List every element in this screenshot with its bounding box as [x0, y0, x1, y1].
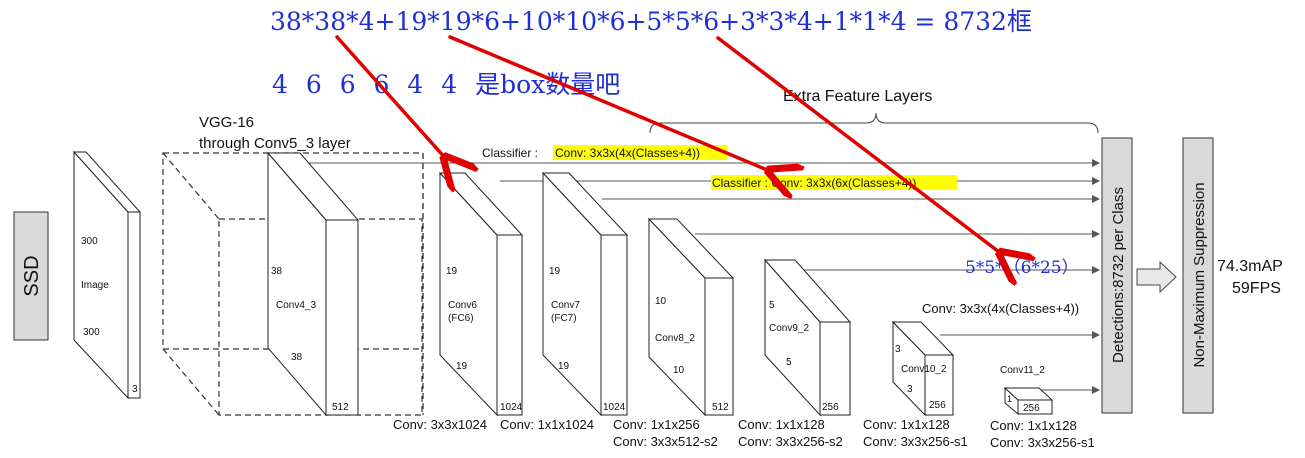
image-depth: 3 — [132, 384, 138, 395]
extra-feature-brace — [649, 112, 1099, 134]
conv6-label2: (FC6) — [448, 313, 474, 324]
conv11-2-size: 1 — [1007, 394, 1012, 404]
fps-score: 59FPS — [1232, 280, 1281, 297]
nms-hollow-arrow — [1136, 260, 1177, 294]
conv7-op: Conv: 1x1x1024 — [500, 417, 594, 432]
ssd-label: SSD — [21, 255, 43, 296]
conv7-size: 19 — [549, 266, 561, 277]
classifier-arrows — [270, 159, 1100, 394]
conv4-3-size2: 38 — [291, 352, 303, 363]
vgg16-label: VGG-16 — [199, 114, 254, 131]
conv11-2-depth: 256 — [1023, 403, 1040, 414]
conv9-2-feature-map: 5 Conv9_2 5 256 — [763, 258, 852, 417]
conv6-label: Conv6 — [448, 300, 477, 311]
conv10-2-op: Conv: 1x1x128 — [863, 417, 950, 432]
conv-op-labels: Conv: 3x3x1024 Conv: 1x1x1024 Conv: 1x1x… — [393, 417, 1095, 450]
conv4-3-depth: 512 — [332, 402, 349, 413]
conv4-3-label: Conv4_3 — [276, 300, 316, 311]
input-image-slab: 300 Image 300 3 — [72, 150, 142, 400]
classifier3-label: Conv: 3x3x(4x(Classes+4)) — [922, 301, 1079, 316]
conv10-2-label: Conv10_2 — [901, 364, 947, 375]
conv11-2-op: Conv: 1x1x128 — [990, 418, 1077, 433]
conv9-2-size: 5 — [769, 300, 775, 311]
classifier1-label: Conv: 3x3x(4x(Classes+4)) — [555, 146, 700, 160]
image-size-top: 300 — [81, 236, 98, 247]
conv8-2-op2: Conv: 3x3x512-s2 — [613, 434, 718, 449]
conv6-feature-map: 19 Conv6 (FC6) 19 1024 — [438, 171, 524, 417]
conv8-2-size2: 10 — [673, 365, 685, 376]
classifier-prefix-label: Classifier : — [482, 146, 538, 160]
box-count-formula: 38*38*4+19*19*6+10*10*6+5*5*6+3*3*4+1*1*… — [270, 7, 1032, 36]
conv8-2-op: Conv: 1x1x256 — [613, 417, 700, 432]
conv6-size2: 19 — [456, 361, 468, 372]
box-count-note: 4 6 6 6 4 4 是box数量吧 — [272, 70, 620, 99]
conv10-2-op2: Conv: 3x3x256-s1 — [863, 434, 968, 449]
map-score: 74.3mAP — [1217, 258, 1283, 275]
red-annotation-arrows — [335, 35, 1003, 255]
classifier1-highlight — [553, 145, 727, 160]
conv8-2-feature-map: 10 Conv8_2 10 512 — [647, 217, 735, 417]
conv9-2-label: Conv9_2 — [769, 323, 809, 334]
conv7-label2: (FC7) — [551, 313, 577, 324]
conv11-2-feature-map: 1 256 — [1003, 386, 1054, 416]
ssd-label-box — [13, 211, 49, 341]
image-label: Image — [81, 280, 109, 291]
conv6-size: 19 — [446, 266, 458, 277]
conv4-3-size: 38 — [271, 266, 283, 277]
classifier2-label: Classifier : Conv: 3x3x(6x(Classes+4)) — [712, 176, 916, 190]
conv8-2-depth: 512 — [712, 402, 729, 413]
five-by-five-note: 5*5*（6*25） — [965, 258, 1079, 278]
conv8-2-size: 10 — [655, 296, 667, 307]
conv7-depth: 1024 — [603, 402, 626, 413]
detections-label: Detections:8732 per Class — [1110, 187, 1127, 363]
conv10-2-size2: 3 — [907, 384, 913, 395]
conv9-2-size2: 5 — [786, 357, 792, 368]
extra-feature-layers-label: Extra Feature Layers — [783, 88, 932, 105]
conv9-2-op: Conv: 1x1x128 — [738, 417, 825, 432]
vgg16-sublabel: through Conv5_3 layer — [199, 135, 351, 152]
conv11-2-label: Conv11_2 — [1000, 365, 1045, 376]
conv10-2-size: 3 — [895, 344, 901, 355]
conv10-2-depth: 256 — [929, 400, 946, 411]
conv7-size2: 19 — [558, 361, 570, 372]
conv9-2-op2: Conv: 3x3x256-s2 — [738, 434, 843, 449]
conv8-2-label: Conv8_2 — [655, 333, 695, 344]
nms-box — [1182, 137, 1214, 414]
image-size-bottom: 300 — [83, 327, 100, 338]
conv4-3-feature-map: 38 Conv4_3 38 512 — [266, 151, 360, 417]
conv6-op: Conv: 3x3x1024 — [393, 417, 487, 432]
conv11-2-op2: Conv: 3x3x256-s1 — [990, 435, 1095, 450]
conv9-2-depth: 256 — [822, 402, 839, 413]
conv10-2-feature-map: 3 Conv10_2 3 256 — [891, 320, 955, 417]
nms-label: Non-Maximum Suppression — [1191, 182, 1208, 367]
conv7-feature-map: 19 Conv7 (FC7) 19 1024 — [541, 171, 629, 417]
conv7-label: Conv7 — [551, 300, 580, 311]
conv6-depth: 1024 — [500, 402, 523, 413]
detections-box — [1101, 137, 1133, 414]
